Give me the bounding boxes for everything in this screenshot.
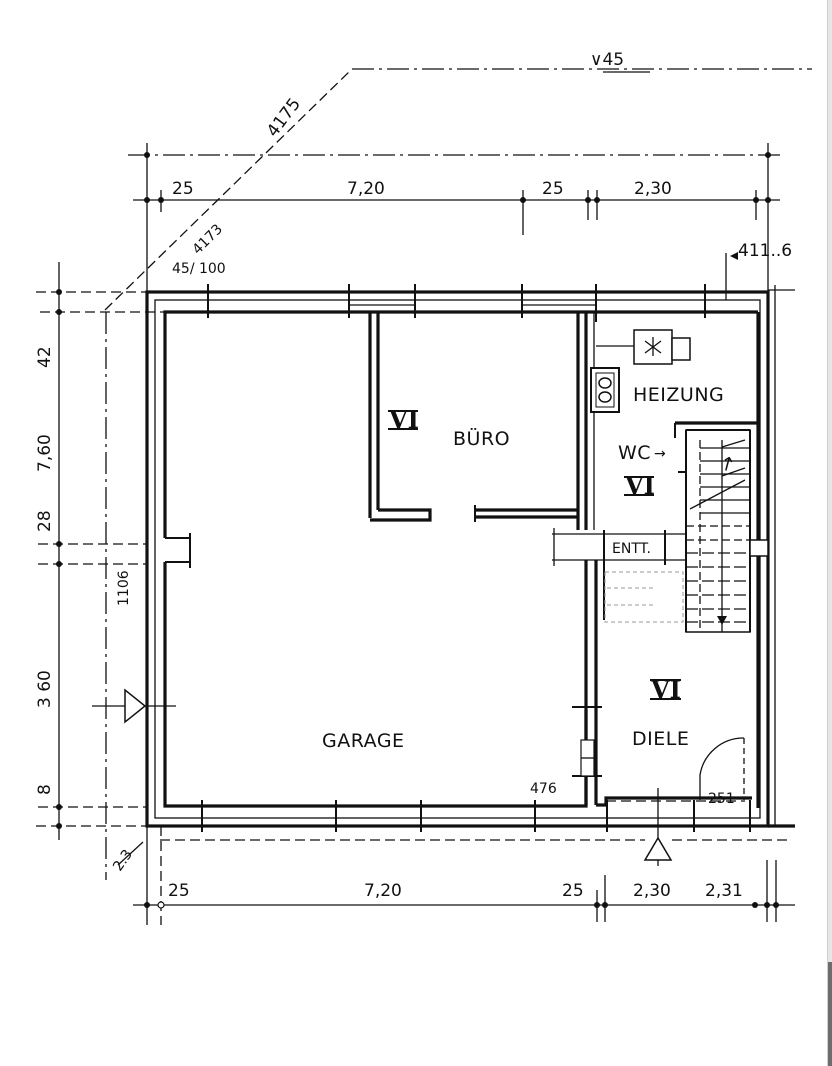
ratio-label: 45/ 100 (172, 261, 226, 277)
dim-top-0: 25 (172, 179, 194, 199)
garage-floor-elevation: 476 (530, 781, 557, 797)
room-label-diele: DIELE (632, 728, 689, 750)
room-label-entt: ENTT. (612, 541, 651, 557)
dim-top-2: 25 (542, 179, 564, 199)
chimney (590, 367, 620, 413)
dim-left-0: 42 (35, 346, 55, 368)
bottom-dimension-line (133, 826, 795, 925)
entt-area (552, 528, 686, 623)
staircase (685, 429, 769, 633)
wc-arrow: → (654, 446, 666, 462)
left-wall-opening (165, 533, 191, 568)
boiler-icon (596, 329, 691, 365)
room-label-heizung: HEIZUNG (633, 384, 724, 406)
left-dimension-line (36, 262, 165, 880)
room-label-buero: BÜRO (453, 427, 510, 450)
page-edge-strip (827, 0, 832, 1066)
elevation-label-top: ∨45 (590, 50, 624, 70)
dim-left-2: 28 (35, 510, 55, 532)
dim-left-1: 7,60 (35, 434, 55, 472)
left-entrance-marker (92, 688, 176, 724)
diele-walls (572, 560, 752, 807)
stair-up-arrow: ↑ (717, 452, 739, 478)
outer-walls (145, 284, 795, 832)
dim-bottom-4: 2,31 (705, 881, 743, 901)
left-opening-label: 1106 (116, 570, 132, 606)
room-label-wc: WC (618, 442, 651, 464)
room-label-garage: GARAGE (322, 730, 405, 752)
dim-left-4: 8 (35, 784, 55, 795)
diagonal-label-4173: 4173 (190, 221, 227, 258)
dim-top-1: 7,20 (347, 179, 385, 199)
buero-walls (368, 312, 595, 530)
dim-left-3: 3 60 (35, 670, 55, 708)
top-reference-lines (104, 68, 812, 311)
dim-bottom-2: 25 (562, 881, 584, 901)
page-edge-dark (828, 962, 832, 1066)
diagonal-label-4175: 4175 (263, 94, 305, 141)
dim-bottom-3: 2,30 (633, 881, 671, 901)
dim-bottom-1: 7,20 (364, 881, 402, 901)
top-dimension-line (133, 190, 780, 235)
dim-top-3: 2,30 (634, 179, 672, 199)
corner-elevation-label: 411..6 (738, 241, 792, 261)
diele-floor-elevation: 251 (708, 791, 735, 807)
dim-bottom-0: 25 (168, 881, 190, 901)
